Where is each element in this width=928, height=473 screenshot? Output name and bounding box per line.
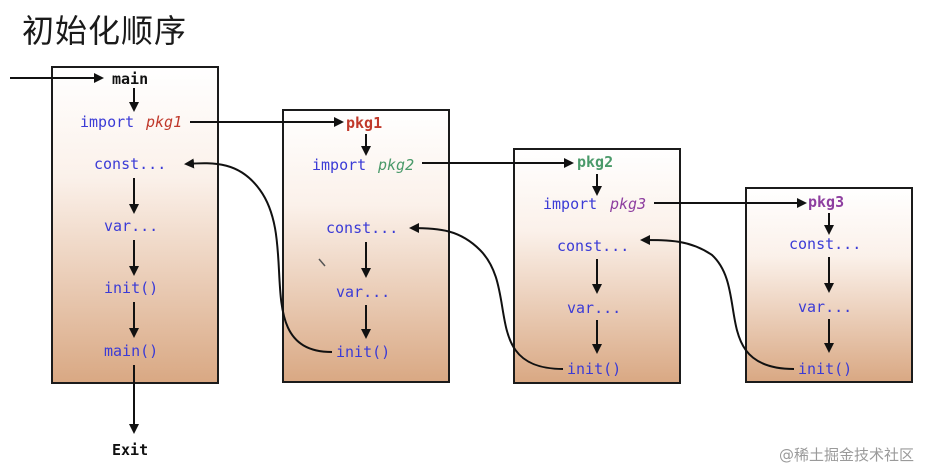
main-import-keyword: import bbox=[80, 113, 134, 131]
cursor-mark bbox=[318, 258, 326, 267]
pkg2-init-label: init() bbox=[567, 360, 621, 378]
page-title: 初始化顺序 bbox=[22, 12, 188, 50]
main-call-label: main() bbox=[104, 342, 158, 360]
pkg3-var-label: var... bbox=[798, 298, 852, 316]
exit-label: Exit bbox=[112, 441, 148, 459]
pkg3-init-label: init() bbox=[798, 360, 852, 378]
main-entry-label: main bbox=[112, 70, 148, 88]
watermark: @稀土掘金技术社区 bbox=[778, 446, 914, 464]
pkg3-return-arrow bbox=[640, 235, 795, 370]
pkg1-init-label: init() bbox=[336, 343, 390, 361]
pkg3-const-label: const... bbox=[789, 235, 861, 253]
pkg1-return-arrow bbox=[184, 158, 333, 353]
pkg2-return-arrow bbox=[409, 223, 564, 370]
pkg2-name: pkg2 bbox=[577, 153, 613, 171]
pkg2-import-pkg: pkg3 bbox=[609, 195, 646, 213]
pkg1-const-label: const... bbox=[326, 219, 398, 237]
pkg1-import-pkg: pkg2 bbox=[377, 156, 414, 174]
pkg2-var-label: var... bbox=[567, 299, 621, 317]
main-const-label: const... bbox=[94, 155, 166, 173]
pkg1-import-keyword: import bbox=[312, 156, 366, 174]
main-var-label: var... bbox=[104, 217, 158, 235]
main-import-pkg: pkg1 bbox=[145, 113, 182, 131]
main-init-label: init() bbox=[104, 279, 158, 297]
pkg3-name: pkg3 bbox=[808, 193, 844, 211]
pkg1-var-label: var... bbox=[336, 283, 390, 301]
pkg1-name: pkg1 bbox=[346, 114, 382, 132]
pkg2-const-label: const... bbox=[557, 237, 629, 255]
pkg2-import-keyword: import bbox=[543, 195, 597, 213]
